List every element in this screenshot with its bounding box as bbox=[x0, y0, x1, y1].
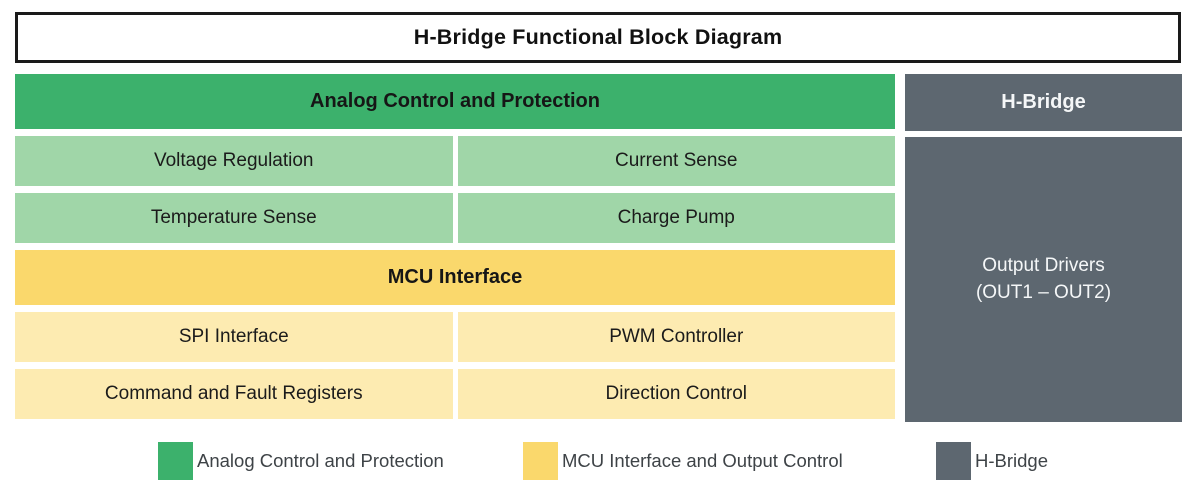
analog-control-header: Analog Control and Protection bbox=[15, 74, 895, 129]
legend-swatch-yellow bbox=[523, 442, 558, 480]
legend-item-mcu: MCU Interface and Output Control bbox=[523, 442, 843, 480]
diagram-title: H-Bridge Functional Block Diagram bbox=[15, 12, 1181, 63]
legend-item-hbridge: H-Bridge bbox=[936, 442, 1048, 480]
legend-swatch-green bbox=[158, 442, 193, 480]
cell-pwm-controller: PWM Controller bbox=[457, 312, 895, 362]
cell-direction-control: Direction Control bbox=[457, 369, 895, 419]
h-bridge-header: H-Bridge bbox=[905, 74, 1182, 131]
cell-spi-interface: SPI Interface bbox=[15, 312, 453, 362]
cell-charge-pump: Charge Pump bbox=[457, 193, 895, 243]
cell-current-sense: Current Sense bbox=[457, 136, 895, 186]
mcu-interface-header: MCU Interface bbox=[15, 250, 895, 305]
cell-command-fault-registers: Command and Fault Registers bbox=[15, 369, 453, 419]
h-bridge-column: H-Bridge Output Drivers (OUT1 – OUT2) bbox=[905, 74, 1182, 422]
legend-swatch-gray bbox=[936, 442, 971, 480]
cell-voltage-regulation: Voltage Regulation bbox=[15, 136, 453, 186]
legend-label-analog: Analog Control and Protection bbox=[197, 450, 444, 471]
function-grid: Analog Control and Protection Voltage Re… bbox=[15, 74, 895, 419]
legend-item-analog: Analog Control and Protection bbox=[158, 442, 444, 480]
output-drivers-block: Output Drivers (OUT1 – OUT2) bbox=[905, 137, 1182, 422]
cell-temperature-sense: Temperature Sense bbox=[15, 193, 453, 243]
output-drivers-line1: Output Drivers bbox=[982, 254, 1105, 276]
legend-label-hbridge: H-Bridge bbox=[975, 450, 1048, 471]
legend-label-mcu: MCU Interface and Output Control bbox=[562, 450, 843, 471]
output-drivers-line2: (OUT1 – OUT2) bbox=[975, 281, 1112, 303]
legend: Analog Control and Protection MCU Interf… bbox=[0, 442, 1200, 482]
